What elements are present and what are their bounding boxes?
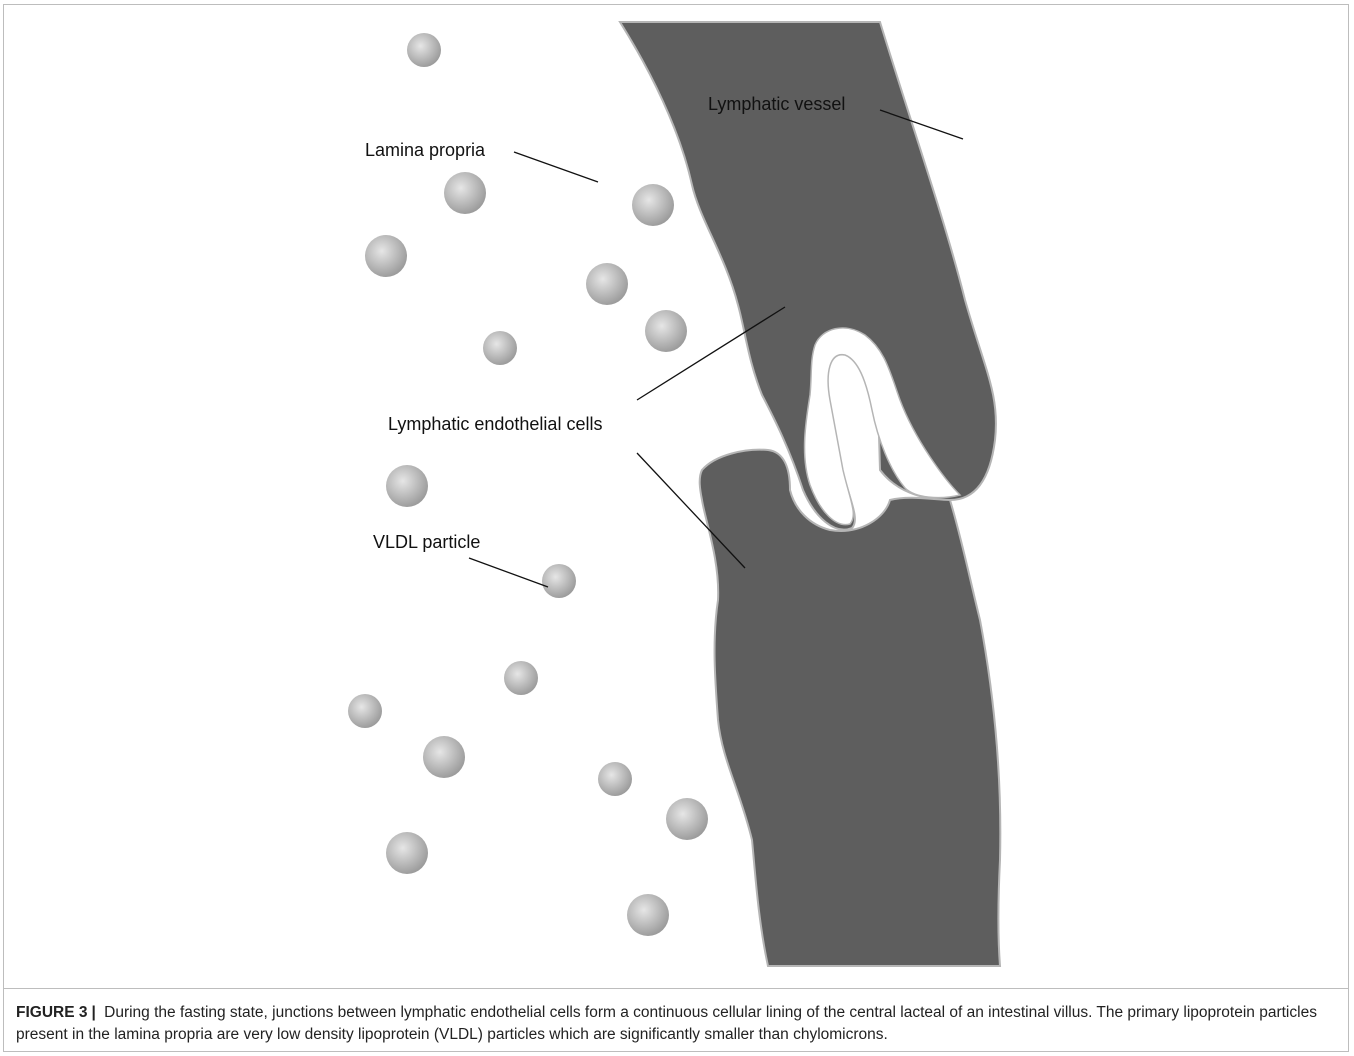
label-lamina-propria: Lamina propria [365, 141, 485, 159]
vldl-particle [504, 661, 538, 695]
vldl-particle [666, 798, 708, 840]
figure-caption: FIGURE 3| During the fasting state, junc… [16, 1002, 1340, 1046]
vldl-particle [598, 762, 632, 796]
vldl-particle [348, 694, 382, 728]
leader-line-vldl [469, 558, 548, 587]
vldl-particle [407, 33, 441, 67]
vldl-particle [645, 310, 687, 352]
vldl-particle [365, 235, 407, 277]
caption-separator: | [91, 1004, 95, 1021]
label-vldl-particle: VLDL particle [373, 533, 480, 551]
vldl-particle [627, 894, 669, 936]
vldl-particle [386, 832, 428, 874]
vldl-particle [483, 331, 517, 365]
figure-number: FIGURE 3 [16, 1004, 87, 1021]
vldl-particle [632, 184, 674, 226]
vldl-particle [586, 263, 628, 305]
leader-line-lamina-propria [514, 152, 598, 182]
caption-divider [4, 988, 1348, 989]
vldl-particle [542, 564, 576, 598]
caption-text: During the fasting state, junctions betw… [16, 1004, 1317, 1043]
label-endothelial-cells: Lymphatic endothelial cells [388, 415, 602, 433]
vldl-particle [423, 736, 465, 778]
label-lymphatic-vessel: Lymphatic vessel [708, 95, 845, 113]
vldl-particle [386, 465, 428, 507]
vldl-particles [348, 33, 708, 936]
vldl-particle [444, 172, 486, 214]
